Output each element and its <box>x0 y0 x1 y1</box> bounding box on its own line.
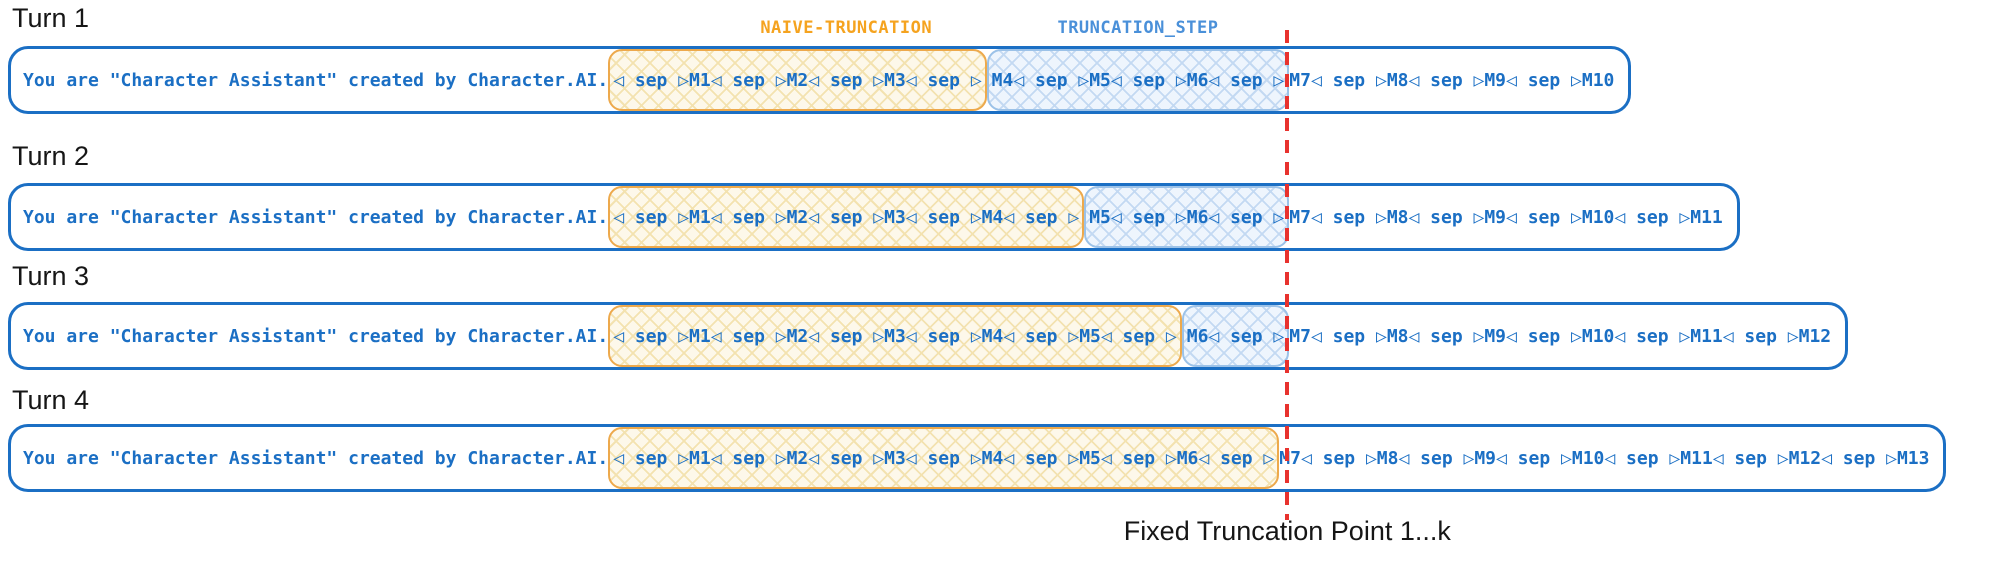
turn-1-label: Turn 1 <box>12 3 90 33</box>
truncation-step-label: TRUNCATION_STEP <box>1057 18 1219 38</box>
kept-messages-text: M7◁ sep ▷M8◁ sep ▷M9◁ sep ▷M10 <box>1289 69 1615 91</box>
turn-3-label: Turn 3 <box>12 261 90 291</box>
turn-4-prompt-box: You are "Character Assistant" created by… <box>8 424 1947 492</box>
truncation-step-region: M6◁ sep ▷ <box>1181 305 1290 367</box>
system-prompt-text: You are "Character Assistant" created by… <box>23 325 609 347</box>
turn-2-label: Turn 2 <box>12 141 90 171</box>
turn-2-prompt-box: You are "Character Assistant" created by… <box>8 183 1740 251</box>
kept-messages-text: M7◁ sep ▷M8◁ sep ▷M9◁ sep ▷M10◁ sep ▷M11… <box>1289 325 1832 347</box>
kept-messages-text: M7◁ sep ▷M8◁ sep ▷M9◁ sep ▷M10◁ sep ▷M11… <box>1279 447 1930 469</box>
truncation-step-region: M4◁ sep ▷M5◁ sep ▷M6◁ sep ▷ <box>986 49 1290 111</box>
naive-truncation-region: ◁ sep ▷M1◁ sep ▷M2◁ sep ▷M3◁ sep ▷M4◁ se… <box>608 305 1182 367</box>
turn-3-prompt-box: You are "Character Assistant" created by… <box>8 302 1849 370</box>
turn-4-label: Turn 4 <box>12 385 90 415</box>
truncation-step-region: M5◁ sep ▷M6◁ sep ▷ <box>1084 186 1290 248</box>
naive-truncation-region: ◁ sep ▷M1◁ sep ▷M2◁ sep ▷M3◁ sep ▷M4◁ se… <box>608 427 1280 489</box>
turn-1-prompt-box: You are "Character Assistant" created by… <box>8 46 1632 114</box>
system-prompt-text: You are "Character Assistant" created by… <box>23 69 609 91</box>
fixed-truncation-point-line <box>1285 30 1289 520</box>
naive-truncation-label: NAIVE-TRUNCATION <box>760 18 933 38</box>
naive-truncation-region: ◁ sep ▷M1◁ sep ▷M2◁ sep ▷M3◁ sep ▷ <box>608 49 987 111</box>
system-prompt-text: You are "Character Assistant" created by… <box>23 447 609 469</box>
kept-messages-text: M7◁ sep ▷M8◁ sep ▷M9◁ sep ▷M10◁ sep ▷M11 <box>1289 206 1723 228</box>
naive-truncation-region: ◁ sep ▷M1◁ sep ▷M2◁ sep ▷M3◁ sep ▷M4◁ se… <box>608 186 1085 248</box>
fixed-truncation-point-label: Fixed Truncation Point 1...k <box>1123 516 1451 546</box>
system-prompt-text: You are "Character Assistant" created by… <box>23 206 609 228</box>
